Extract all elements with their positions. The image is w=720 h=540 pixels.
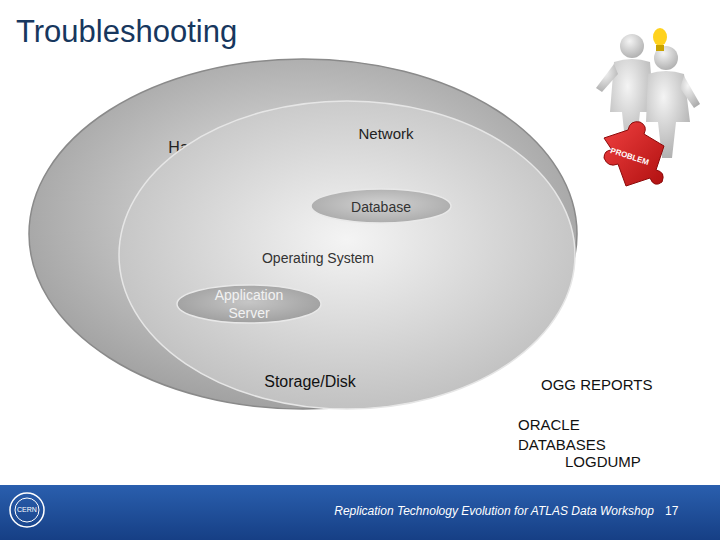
footer-bar (0, 485, 720, 540)
lightbulb (653, 28, 667, 51)
logo-text: CERN (17, 506, 37, 513)
inner-ellipse: NetworkOperating SystemStorage/Disk Datab… (118, 100, 576, 410)
footer-text: Replication Technology Evolution for ATL… (250, 504, 654, 518)
outer-ellipse: HardwareNetworkOperating SystemStorage/D… (28, 58, 578, 410)
node-label: Application Server (203, 286, 295, 322)
node-label: Network (358, 125, 413, 142)
logo-ring (10, 493, 44, 527)
page-number: 17 (665, 504, 678, 518)
slide-title: Troubleshooting (16, 14, 237, 50)
node-label: Storage/Disk (264, 373, 356, 391)
note-text: OGG REPORTS (541, 376, 652, 393)
small-ellipse: Database (310, 188, 452, 224)
node-label: Operating System (262, 250, 374, 266)
note-text: LOGDUMP (565, 453, 641, 470)
puzzle-piece (604, 122, 664, 186)
logo-ring (15, 498, 39, 522)
node-label: Database (351, 199, 411, 215)
small-ellipse: Application Server (176, 284, 322, 324)
note-text: ORACLE DATABASES (518, 415, 628, 455)
